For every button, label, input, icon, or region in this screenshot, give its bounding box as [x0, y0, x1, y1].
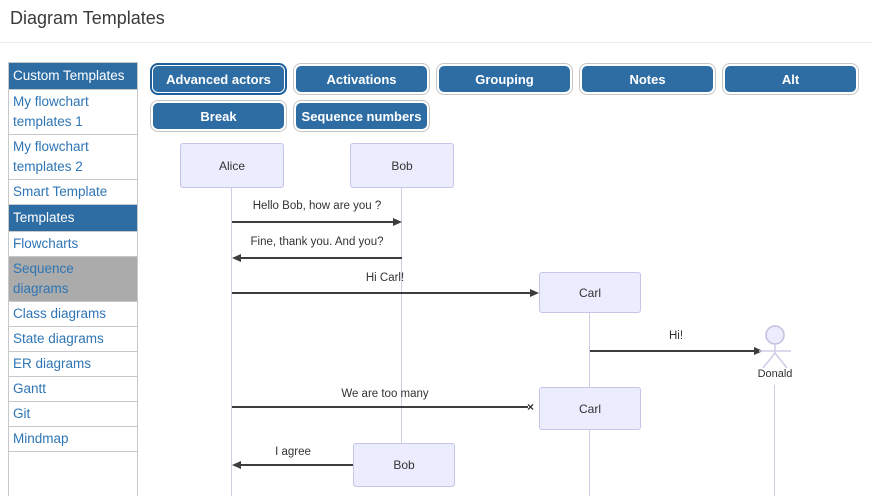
participant-box-bob-bottom: Bob — [353, 443, 455, 487]
message-line-fine-thank-you — [240, 257, 402, 259]
sidebar-item-smart-template[interactable]: Smart Template — [9, 180, 137, 205]
notes-button[interactable]: Notes — [579, 63, 716, 95]
message-line-hi — [590, 350, 754, 352]
message-line-hello-bob — [232, 221, 393, 223]
sidebar-item-git[interactable]: Git — [9, 402, 137, 427]
sidebar-item-er-diagrams[interactable]: ER diagrams — [9, 352, 137, 377]
sidebar-item-sequence-diagrams[interactable]: Sequence diagrams — [9, 257, 137, 302]
message-text-we-are-too-many: We are too many — [341, 388, 429, 400]
arrowhead-left-icon — [232, 254, 241, 262]
message-line-i-agree — [240, 464, 353, 466]
break-button[interactable]: Break — [150, 100, 287, 132]
participant-box-bob: Bob — [350, 143, 454, 188]
sequence-numbers-button[interactable]: Sequence numbers — [293, 100, 430, 132]
notes-button-label: Notes — [582, 66, 713, 92]
carl-lifeline-upper — [589, 313, 590, 387]
sidebar-header-custom-templates: Custom Templates — [9, 63, 137, 90]
participant-box-carl-1: Carl — [539, 272, 641, 313]
cross-end-icon: × — [527, 400, 535, 414]
advanced-actors-button-label: Advanced actors — [153, 66, 284, 92]
message-line-we-are-too-many — [232, 406, 528, 408]
example-toolbar: Advanced actors Activations Grouping Not… — [150, 63, 866, 132]
grouping-button[interactable]: Grouping — [436, 63, 573, 95]
sequence-numbers-button-label: Sequence numbers — [296, 103, 427, 129]
message-text-hello-bob: Hello Bob, how are you ? — [252, 200, 382, 212]
sidebar-item-my-flowchart-templates-2[interactable]: My flowchart templates 2 — [9, 135, 137, 180]
page-title: Diagram Templates — [10, 8, 165, 28]
participant-box-alice: Alice — [180, 143, 284, 188]
carl-lifeline-lower — [589, 430, 590, 496]
activations-button[interactable]: Activations — [293, 63, 430, 95]
template-sidebar: Custom Templates My flowchart templates … — [8, 62, 138, 496]
arrowhead-right-icon — [530, 289, 539, 297]
sidebar-item-my-flowchart-templates-1[interactable]: My flowchart templates 1 — [9, 90, 137, 135]
toolbar-row-1: Advanced actors Activations Grouping Not… — [150, 63, 866, 95]
activations-button-label: Activations — [296, 66, 427, 92]
sidebar-item-gantt[interactable]: Gantt — [9, 377, 137, 402]
message-text-hi-carl: Hi Carl! — [365, 272, 405, 284]
toolbar-row-2: Break Sequence numbers — [150, 100, 866, 132]
alice-lifeline — [231, 188, 232, 496]
sidebar-item-state-diagrams[interactable]: State diagrams — [9, 327, 137, 352]
arrowhead-right-icon — [754, 347, 763, 355]
bob-lifeline — [401, 188, 402, 443]
sidebar-item-flowcharts[interactable]: Flowcharts — [9, 232, 137, 257]
participant-box-carl-2: Carl — [539, 387, 641, 430]
message-line-hi-carl — [232, 292, 530, 294]
sidebar-header-templates: Templates — [9, 205, 137, 232]
header-divider — [0, 42, 872, 43]
alt-button-label: Alt — [725, 66, 856, 92]
arrowhead-left-icon — [232, 461, 241, 469]
advanced-actors-button[interactable]: Advanced actors — [150, 63, 287, 95]
alt-button[interactable]: Alt — [722, 63, 859, 95]
arrowhead-right-icon — [393, 218, 402, 226]
break-button-label: Break — [153, 103, 284, 129]
actor-stick-figure-icon — [759, 325, 791, 369]
sidebar-item-mindmap[interactable]: Mindmap — [9, 427, 137, 452]
message-text-fine-thank-you: Fine, thank you. And you? — [250, 236, 384, 248]
sidebar-item-class-diagrams[interactable]: Class diagrams — [9, 302, 137, 327]
message-text-hi: Hi! — [668, 330, 684, 342]
message-text-i-agree: I agree — [275, 446, 311, 458]
donald-lifeline — [774, 385, 775, 496]
grouping-button-label: Grouping — [439, 66, 570, 92]
actor-label-donald: Donald — [757, 368, 793, 380]
